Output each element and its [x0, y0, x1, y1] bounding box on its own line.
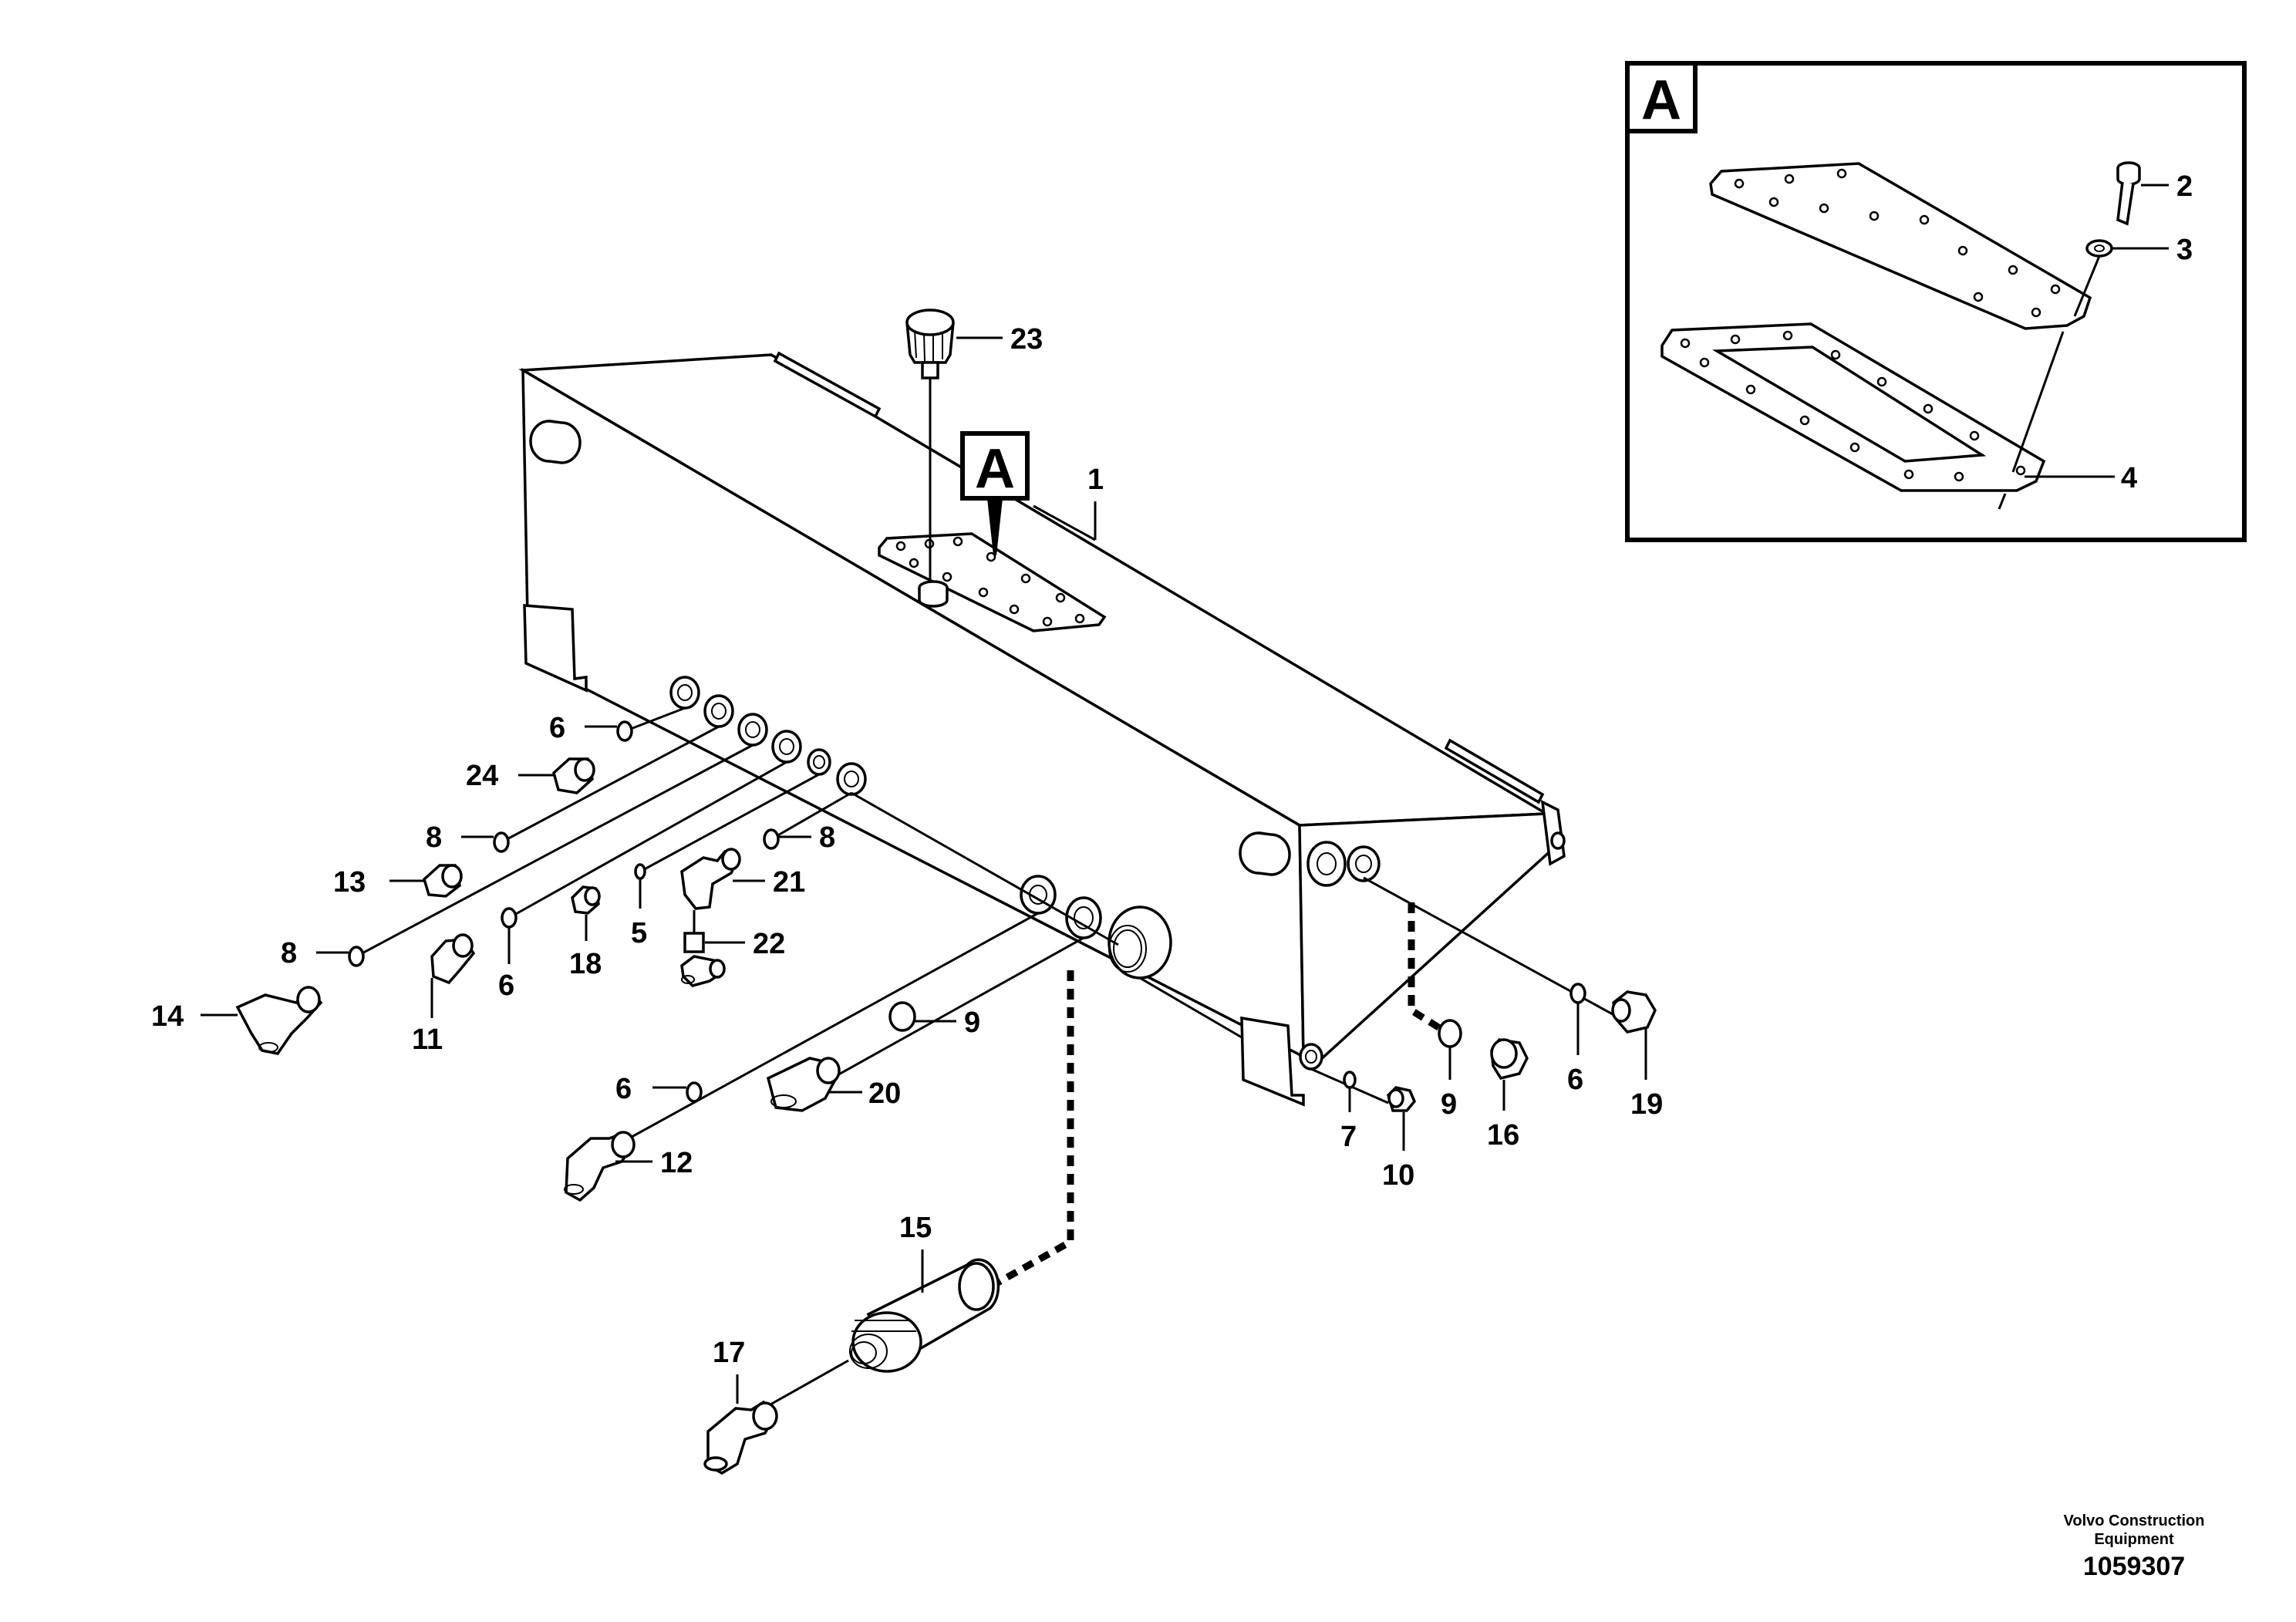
detail-a-inset: A	[1625, 61, 2247, 542]
washer-3: 3	[2085, 234, 2193, 266]
label-18: 18	[569, 948, 602, 980]
elbow-20: 20	[766, 1057, 901, 1112]
o-ring-7	[1343, 1071, 1357, 1089]
mounting-foot-right	[1240, 1016, 1305, 1107]
label-20: 20	[868, 1077, 901, 1110]
o-ring-6b	[501, 907, 518, 929]
company-name-line1: Volvo Construction	[2063, 1512, 2205, 1529]
assembly-lines-left	[356, 706, 1242, 1151]
breather-mount	[918, 580, 949, 608]
label-24: 24	[466, 760, 498, 792]
plug-13: 13	[333, 864, 463, 899]
elbow-17: 17	[703, 1337, 778, 1475]
dashed-line-16	[1408, 902, 1445, 1033]
label-16: 16	[1487, 1119, 1519, 1152]
label-15: 15	[899, 1212, 932, 1244]
detail-a-label-box	[1625, 61, 1698, 133]
label-5: 5	[631, 917, 647, 949]
top-cover-plate	[878, 532, 1107, 632]
o-ring-9a	[888, 1001, 916, 1032]
label-8a: 8	[426, 821, 442, 854]
o-ring-9b	[1438, 1019, 1462, 1048]
end-ports	[1299, 841, 1381, 1071]
label-9a: 9	[964, 1007, 980, 1039]
mounting-foot-left	[523, 604, 588, 693]
o-ring-5	[634, 863, 646, 880]
label-14: 14	[151, 1000, 184, 1033]
dashed-line-15	[993, 970, 1074, 1287]
boss-right	[1239, 831, 1291, 876]
cover-plate	[1709, 162, 2092, 330]
label-3: 3	[2176, 234, 2193, 266]
label-6a: 6	[549, 712, 565, 744]
gasket	[1660, 322, 2046, 492]
company-name-line2: Equipment	[2094, 1531, 2174, 1548]
boss-left	[529, 420, 582, 464]
plug-19: 19	[1611, 990, 1663, 1121]
label-10: 10	[1382, 1159, 1414, 1192]
elbow-21: 21	[680, 848, 805, 910]
o-ring-8c	[763, 828, 780, 850]
o-ring-6c	[686, 1081, 703, 1103]
label-17: 17	[713, 1337, 745, 1369]
label-7: 7	[1340, 1121, 1357, 1153]
label-12: 12	[660, 1147, 693, 1179]
o-ring-6a	[616, 720, 633, 742]
label-6c: 6	[615, 1073, 632, 1105]
label-13: 13	[333, 866, 366, 899]
strainer-15: 15	[763, 1212, 1000, 1410]
label-8c: 8	[819, 821, 835, 854]
label-11: 11	[412, 1023, 443, 1056]
callout-a: A	[960, 431, 1030, 555]
title-block: Volvo Construction Equipment 1059307	[2034, 1512, 2234, 1582]
elbow-14: 14	[151, 986, 323, 1055]
o-ring-6d	[1569, 983, 1586, 1004]
label-21: 21	[773, 866, 805, 899]
plug-24: 24	[466, 757, 595, 794]
bolt-2: 2	[2116, 161, 2193, 226]
detail-a-label: A	[1641, 69, 1681, 131]
label-19: 19	[1630, 1088, 1663, 1121]
plug-10: 10	[1382, 1086, 1417, 1192]
label-4: 4	[2121, 462, 2137, 494]
label-22: 22	[753, 928, 785, 960]
label-2: 2	[2176, 170, 2193, 203]
elbow-11: 11	[412, 933, 476, 1056]
label-8b: 8	[281, 937, 297, 969]
plug-18: 18	[569, 885, 602, 980]
label-1: 1	[1087, 464, 1104, 496]
drawing-number: 1059307	[2082, 1552, 2186, 1581]
label-9b: 9	[1441, 1088, 1457, 1121]
tee-22: 22	[680, 910, 785, 987]
tank-body	[518, 351, 1566, 1107]
label-23: 23	[1010, 323, 1043, 356]
breather-cap-23: 23	[905, 309, 1043, 580]
o-ring-8b	[348, 946, 365, 967]
plug-16: 16	[1487, 1038, 1529, 1152]
label-6b: 6	[498, 969, 514, 1002]
callout-a-label: A	[975, 438, 1015, 500]
o-ring-8a	[493, 831, 510, 853]
elbow-12: 12	[564, 1131, 693, 1202]
label-6d: 6	[1567, 1064, 1583, 1096]
